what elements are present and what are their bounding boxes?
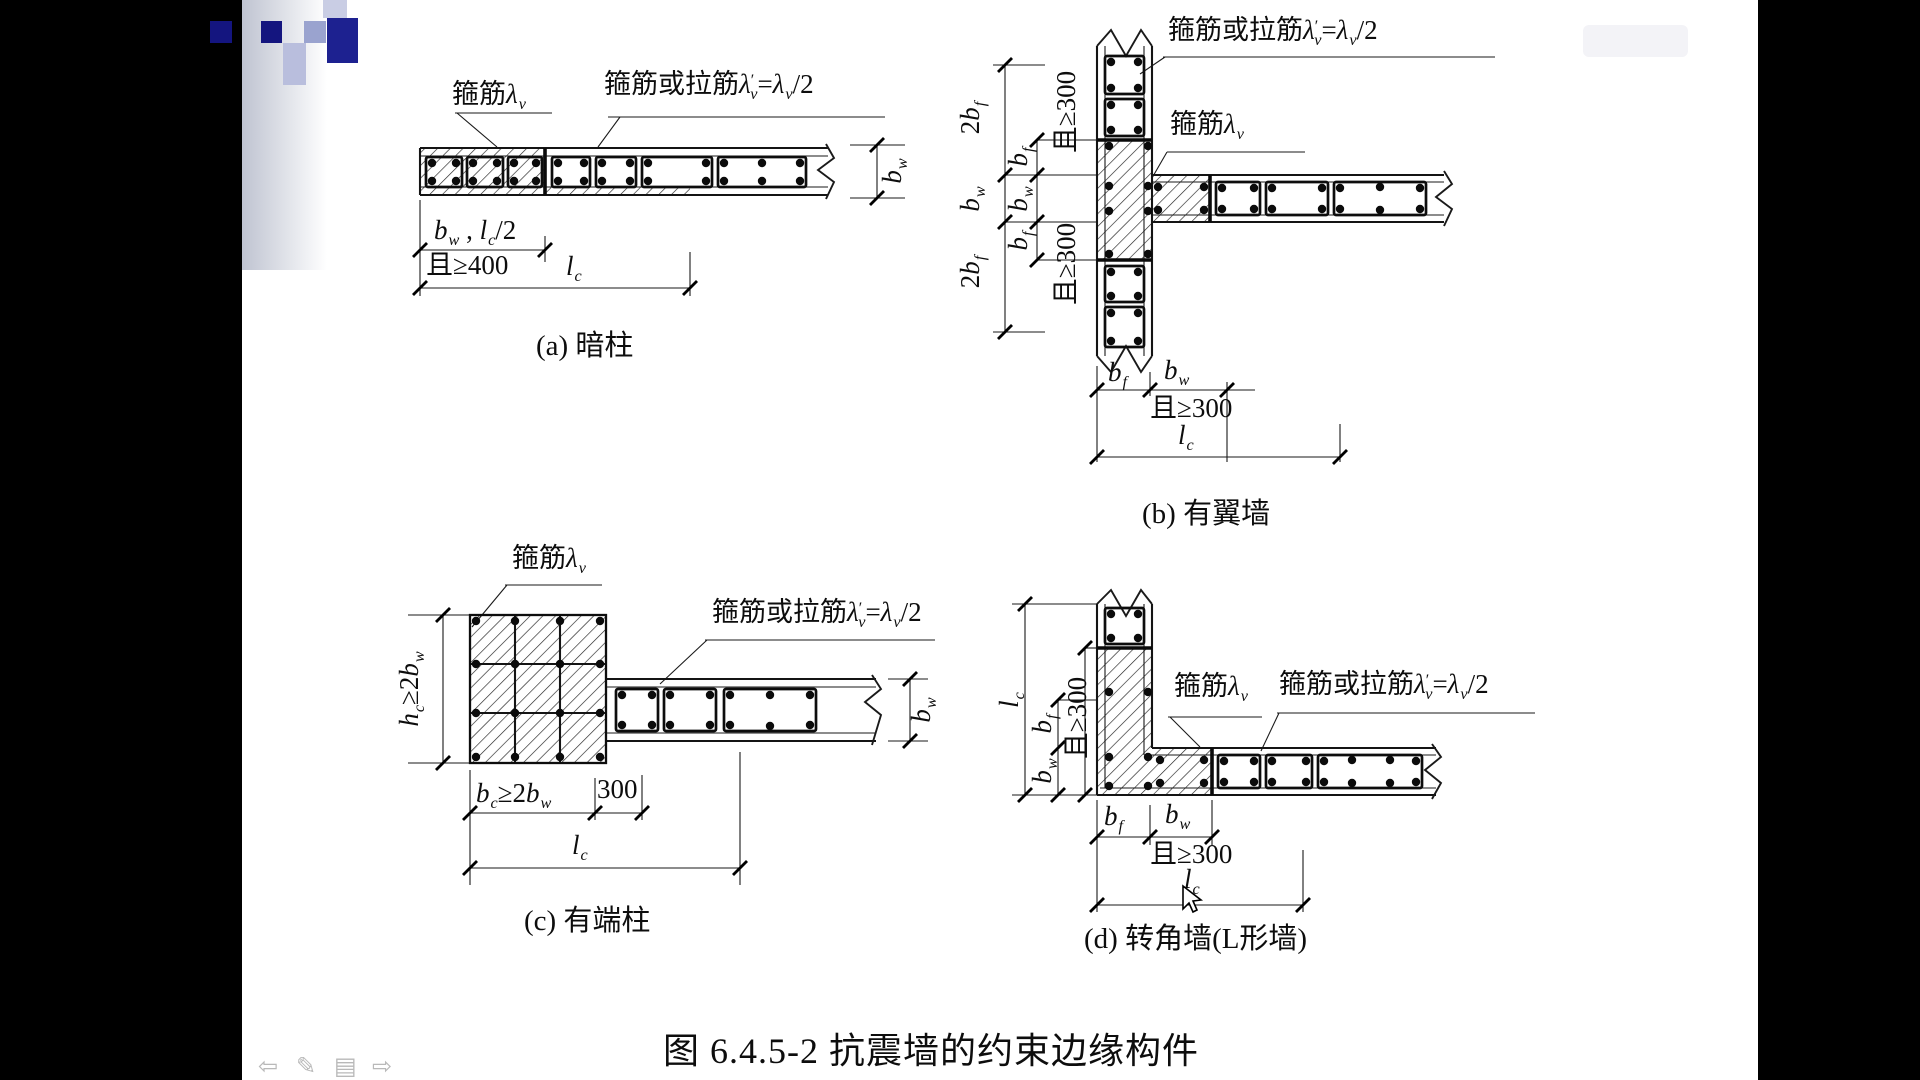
logo-square (323, 0, 347, 18)
label-a-zone-dim: bw , lc/2 (434, 215, 517, 250)
label-b-ge300-dim: 且≥300 (1150, 393, 1233, 423)
label-b-bf-dim: bf (1108, 357, 1127, 392)
label-a-bw-dim: bw (876, 158, 912, 184)
label-d-bw-left: bw (1026, 758, 1062, 784)
logo-square (210, 21, 232, 43)
label-a-stirrup-spacing: 箍筋λv (452, 79, 526, 114)
label-b-ge300-bottom: 且≥300 (1051, 222, 1082, 306)
label-b-bw-inner: bw (1002, 186, 1038, 212)
label-c-300-dim: 300 (597, 774, 638, 804)
label-a-zone-min: 且≥400 (426, 250, 509, 280)
caption-panel-c: (c) 有端柱 (524, 905, 651, 937)
label-b-tie-spacing: 箍筋或拉筋λ′v=λv/2 (1168, 15, 1378, 50)
label-b-bw-outer: bw (954, 186, 990, 212)
logo-square (261, 21, 282, 43)
panel-b-drawing (993, 28, 1495, 465)
left-black-bar (0, 0, 242, 1080)
label-a-tie-spacing: 箍筋或拉筋λ′v=λv/2 (604, 69, 814, 104)
label-c-bw-dim: bw (905, 697, 941, 723)
mouse-cursor (1182, 884, 1204, 914)
label-d-bw-dim: bw (1165, 799, 1191, 834)
label-d-ge300-left: 且≥300 (1062, 676, 1093, 760)
logo-square (283, 43, 306, 65)
logo-square (283, 65, 306, 85)
label-b-2bf-top: 2bf (954, 101, 990, 135)
top-right-highlight (1583, 25, 1688, 57)
label-a-lc-dim: lc (566, 251, 582, 286)
label-b-ge300-top: 且≥300 (1051, 70, 1082, 154)
panel-d-drawing (1012, 588, 1535, 913)
caption-panel-d: (d) 转角墙(L形墙) (1084, 923, 1308, 955)
pen-icon[interactable]: ✎ (296, 1052, 317, 1080)
label-d-bf-dim: bf (1104, 801, 1123, 836)
label-d-tie-spacing: 箍筋或拉筋λ′v=λv/2 (1279, 669, 1489, 704)
label-d-lc-dim: lc (1184, 864, 1200, 899)
label-b-bf-top: bf (1002, 147, 1038, 167)
right-black-bar (1758, 0, 1920, 1080)
label-d-lc-left: lc (993, 692, 1029, 708)
panel-a-drawing (412, 112, 905, 296)
label-b-bf-bottom: bf (1002, 231, 1038, 251)
label-b-bw-dim: bw (1164, 355, 1190, 390)
menu-icon[interactable]: ▤ (334, 1052, 357, 1080)
next-slide-icon[interactable]: ⇨ (372, 1052, 393, 1080)
panel-c-drawing (408, 584, 935, 885)
prev-slide-icon[interactable]: ⇦ (258, 1052, 279, 1080)
label-c-bc-dim: bc≥2bw (476, 778, 552, 813)
label-c-hc-dim: hc≥2bw (393, 651, 429, 727)
figure-title: 图 6.4.5-2 抗震墙的约束边缘构件 (663, 1031, 1199, 1071)
label-d-bf-left: bf (1026, 714, 1062, 734)
label-d-ge300-dim: 且≥300 (1150, 839, 1233, 869)
label-c-tie-spacing: 箍筋或拉筋λ′v=λv/2 (712, 597, 922, 632)
label-b-lc-dim: lc (1178, 420, 1194, 455)
caption-panel-b: (b) 有翼墙 (1142, 498, 1271, 530)
label-b-2bf-bottom: 2bf (954, 255, 990, 289)
logo-square (304, 21, 326, 43)
logo-square (327, 18, 358, 63)
label-c-stirrup-spacing: 箍筋λv (512, 543, 586, 578)
label-b-stirrup-spacing: 箍筋λv (1170, 109, 1244, 144)
caption-panel-a: (a) 暗柱 (536, 330, 634, 362)
label-d-stirrup-spacing: 箍筋λv (1174, 671, 1248, 706)
label-c-lc-dim: lc (572, 830, 588, 865)
